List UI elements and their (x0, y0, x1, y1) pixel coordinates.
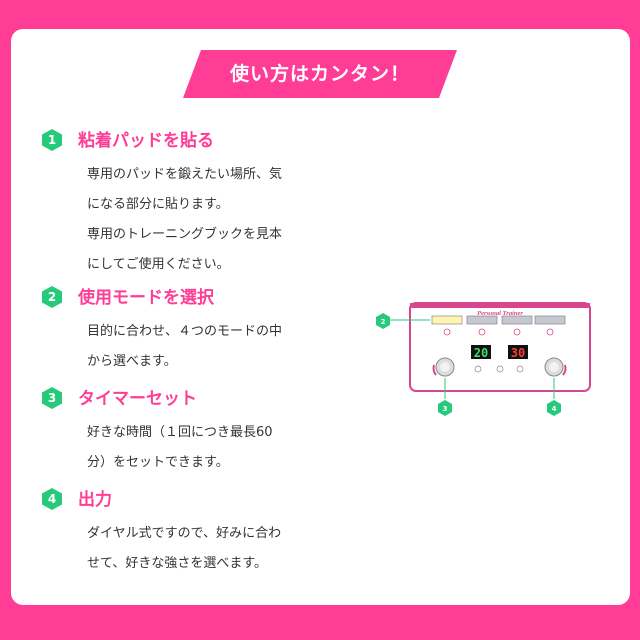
mode-button (501, 315, 533, 325)
callout-badge (438, 400, 452, 416)
callout-number: 4 (552, 405, 557, 413)
right-dial-cap (549, 362, 559, 372)
left-dial-cap (440, 362, 450, 372)
step-title: タイマーセット (78, 389, 197, 409)
description-line: 好きな時間（１回につき最長60 (87, 425, 273, 440)
device-small-button (516, 365, 524, 373)
description-line: にしてご使用ください。 (87, 257, 230, 272)
mode-button (534, 315, 566, 325)
description-line: 専用のトレーニングブックを見本 (87, 227, 283, 242)
hexagon-icon (42, 286, 62, 308)
device-panel: Personal Trainer 20 30 2 3 (376, 302, 591, 416)
callout-number: 3 (443, 405, 448, 413)
description-line: ダイヤル式ですので、好みに合わ (87, 526, 282, 541)
device-top-trim (410, 303, 590, 308)
banner-shape (183, 50, 457, 98)
step-description: 専用のパッドを鍛えたい場所、気 になる部分に貼ります。 専用のトレーニングブック… (87, 160, 327, 280)
step-title: 粘着パッドを貼る (78, 131, 214, 151)
step-number-badge: 2 (40, 285, 64, 309)
callout-badge (547, 400, 561, 416)
callout-badge (376, 313, 390, 329)
callout-number: 2 (381, 318, 386, 326)
step-number: 4 (47, 492, 57, 506)
mode-indicator (443, 328, 451, 336)
step-description: 好きな時間（１回につき最長60 分）をセットできます。 (87, 418, 327, 478)
step-number: 2 (47, 290, 57, 304)
description-line: 目的に合わせ、４つのモードの中 (87, 324, 283, 339)
banner-title: 使い方はカンタン！ (229, 63, 410, 85)
hexagon-icon (42, 129, 62, 151)
step-title: 使用モードを選択 (78, 288, 214, 308)
step-number-badge: 1 (40, 128, 64, 152)
step-description: ダイヤル式ですので、好みに合わ せて、好きな強さを選べます。 (87, 519, 327, 579)
hexagon-icon (42, 387, 62, 409)
mode-button (466, 315, 498, 325)
description-line: になる部分に貼ります。 (87, 197, 229, 212)
mode-button (431, 315, 463, 325)
device-small-button (474, 365, 482, 373)
description-line: 専用のパッドを鍛えたい場所、気 (87, 167, 283, 182)
step-number: 1 (47, 133, 57, 147)
description-line: から選べます。 (87, 354, 177, 369)
left-dial-arc (432, 364, 437, 376)
description-line: せて、好きな強さを選べます。 (87, 556, 268, 571)
device-small-button (496, 365, 504, 373)
intensity-display (508, 345, 528, 359)
mode-indicator (513, 328, 521, 336)
hexagon-icon (42, 488, 62, 510)
device-brand: Personal Trainer (477, 310, 523, 317)
step-title: 出力 (78, 490, 112, 510)
mode-indicator (546, 328, 554, 336)
section-banner: 使い方はカンタン！ (183, 50, 457, 98)
device-illustration: Personal Trainer 20 30 2 3 (370, 295, 600, 430)
step-number-badge: 4 (40, 487, 64, 511)
intensity-display-value: 30 (511, 346, 525, 360)
mode-indicator (478, 328, 486, 336)
description-line: 分）をセットできます。 (87, 455, 229, 470)
timer-display (471, 345, 491, 359)
step-number-badge: 3 (40, 386, 64, 410)
right-dial-arc (562, 364, 567, 376)
timer-display-value: 20 (474, 346, 488, 360)
step-number: 3 (47, 391, 57, 405)
step-description: 目的に合わせ、４つのモードの中 から選べます。 (87, 317, 327, 377)
